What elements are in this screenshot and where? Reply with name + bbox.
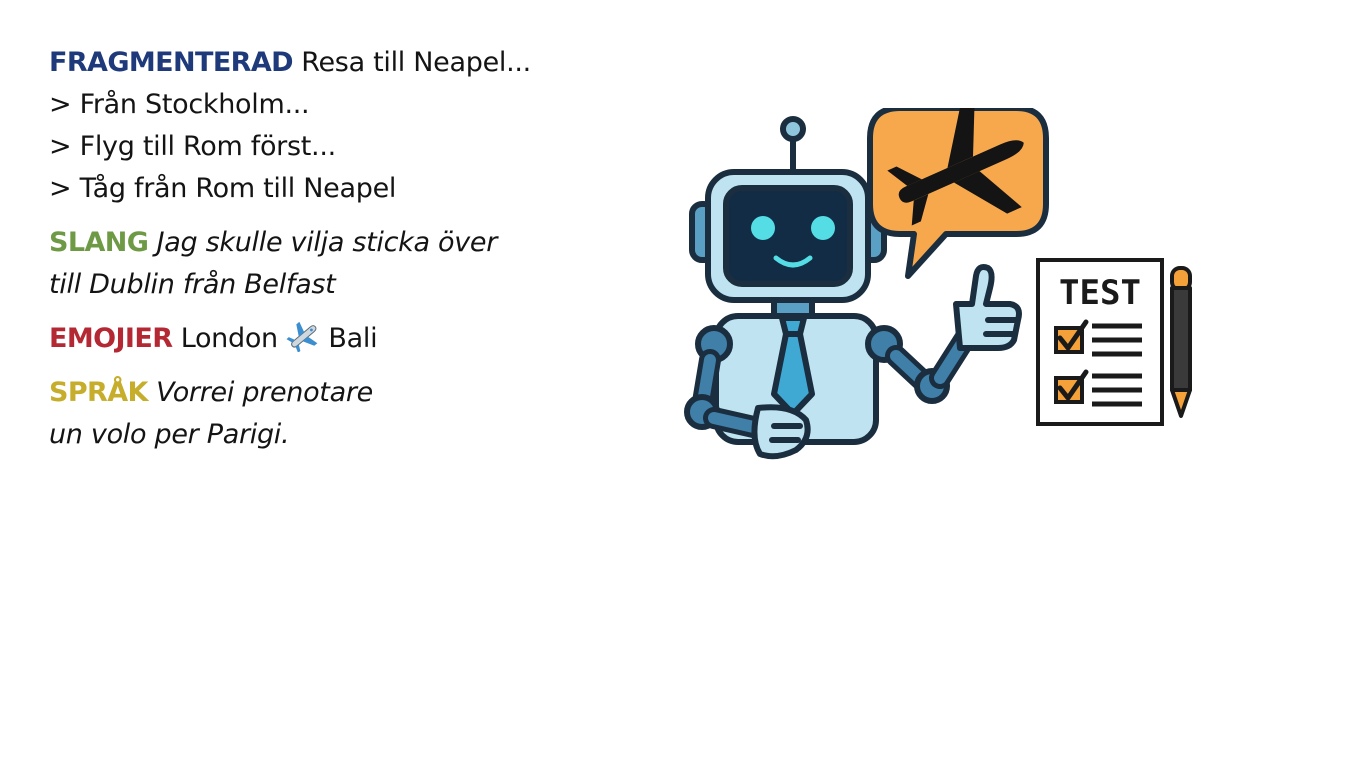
slang-text-line-2: till Dublin från Belfast — [49, 269, 336, 300]
emoji-headline: EMOJIER London Bali — [49, 318, 639, 360]
emoji-keyword: EMOJIER — [49, 323, 173, 354]
language-text-line-1: Vorrei prenotare — [147, 377, 373, 408]
pen-icon — [1170, 266, 1192, 418]
speech-bubble — [867, 108, 1049, 279]
checkbox-row-2 — [1054, 369, 1142, 407]
robot-tester-illustration: TEST — [684, 108, 1192, 460]
slang-headline: SLANG Jag skulle vilja sticka över — [49, 222, 639, 264]
example-list: FRAGMENTERAD Resa till Neapel... > Från … — [49, 42, 639, 456]
slang-keyword: SLANG — [49, 227, 149, 258]
emoji-example: EMOJIER London Bali — [49, 318, 639, 360]
fragmented-step-2: > Flyg till Rom först... — [49, 131, 336, 162]
fragmented-step-1: > Från Stockholm... — [49, 89, 310, 120]
emoji-from-text: London — [172, 323, 287, 354]
airplane-emoji-icon — [286, 322, 318, 352]
slang-example: SLANG Jag skulle vilja sticka över till … — [49, 222, 639, 306]
fragmented-headline: FRAGMENTERAD Resa till Neapel... — [49, 42, 639, 84]
fragmented-text: Resa till Neapel... — [292, 47, 531, 78]
robot-icon — [684, 116, 1022, 460]
test-sheet: TEST — [1036, 258, 1164, 426]
emoji-to-text: Bali — [320, 323, 378, 354]
fragmented-example: FRAGMENTERAD Resa till Neapel... > Från … — [49, 42, 639, 210]
language-text-line-2: un volo per Parigi. — [49, 419, 290, 450]
language-keyword: SPRÅK — [49, 377, 148, 408]
fragmented-keyword: FRAGMENTERAD — [49, 47, 294, 78]
fragmented-step-3: > Tåg från Rom till Neapel — [49, 173, 397, 204]
airplane-icon — [887, 108, 1024, 226]
slang-text-line-1: Jag skulle vilja sticka över — [148, 227, 498, 258]
language-example: SPRÅK Vorrei prenotare un volo per Parig… — [49, 372, 639, 456]
language-headline: SPRÅK Vorrei prenotare — [49, 372, 639, 414]
checkbox-row-1 — [1054, 319, 1142, 357]
test-sheet-title: TEST — [1059, 273, 1141, 313]
